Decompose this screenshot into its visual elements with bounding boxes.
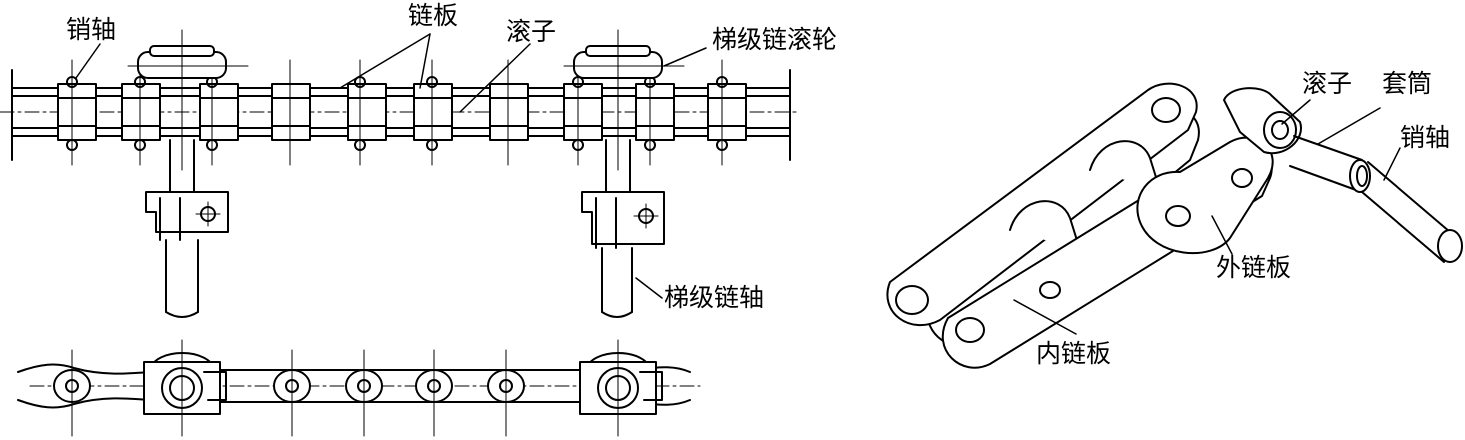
chain-links <box>57 83 747 141</box>
lower-side-plate <box>11 127 791 137</box>
top-chain-view <box>0 29 801 318</box>
bottom-center-lines <box>71 339 619 437</box>
label-roller-right: 滚子 <box>1302 69 1352 98</box>
label-step-chain-axle: 梯级链轴 <box>664 283 764 312</box>
label-roller-top: 滚子 <box>506 17 556 46</box>
bottom-wheel-left <box>143 352 227 415</box>
roller-wheel-left <box>127 29 249 171</box>
label-inner-plate: 内链板 <box>1036 339 1111 368</box>
exploded-chain-view <box>886 82 1463 369</box>
label-chain-plate: 链板 <box>408 1 458 30</box>
bottom-wheel-right <box>579 352 663 415</box>
step-axle-right <box>581 139 665 318</box>
label-pin-right: 销轴 <box>1400 123 1450 152</box>
upper-side-plate <box>11 87 791 97</box>
pin-shaft <box>1289 135 1363 191</box>
label-outer-plate: 外链板 <box>1216 253 1291 282</box>
top-leader-lines <box>75 33 707 299</box>
roller-wheel-right <box>563 29 685 171</box>
label-sleeve: 套筒 <box>1382 69 1432 98</box>
roller-end <box>1263 111 1297 149</box>
pin-end <box>1437 229 1463 263</box>
bottom-chain-view <box>17 339 701 437</box>
right-leader-lines <box>1013 99 1401 335</box>
label-step-chain-roller-wheel: 梯级链滚轮 <box>712 25 837 54</box>
label-pin-top: 销轴 <box>66 15 116 44</box>
step-axle-left <box>145 139 229 318</box>
